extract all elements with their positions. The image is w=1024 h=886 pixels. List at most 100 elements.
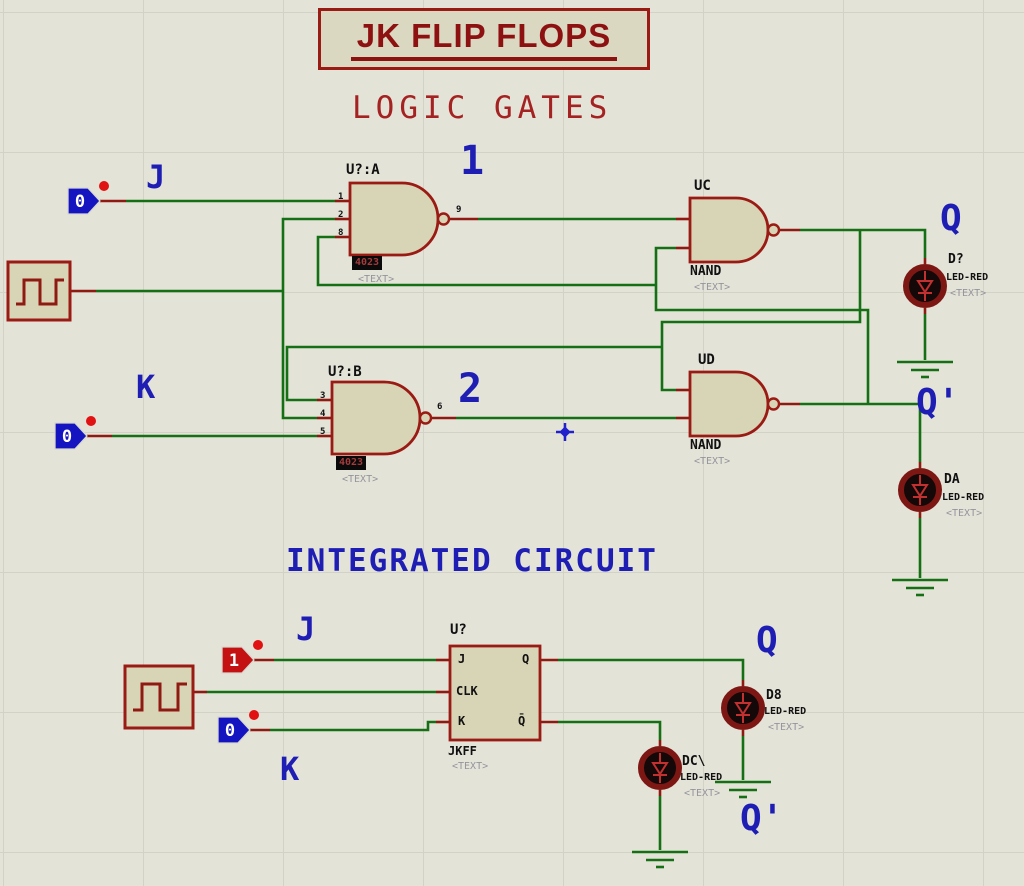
dc-part: LED-RED — [680, 772, 723, 783]
state-dot — [86, 416, 96, 426]
inversion-bubble — [418, 411, 433, 425]
state-dot — [253, 640, 263, 650]
inversion-bubble — [766, 223, 781, 237]
logicstate-k-top-value[interactable]: 0 — [61, 426, 73, 447]
ground-symbols — [632, 360, 953, 869]
wire-qbar-to-led[interactable] — [800, 402, 922, 462]
uc-part: NAND — [690, 264, 722, 279]
logicstate-j-top-value[interactable]: 0 — [74, 191, 86, 212]
section-title-integrated-circuit: INTEGRATED CIRCUIT — [286, 543, 658, 579]
logicstate-j-ic-value[interactable]: 1 — [228, 650, 240, 671]
wire-ic-q[interactable] — [558, 658, 745, 680]
u7a-part: 4023 — [352, 256, 383, 270]
ground-d7[interactable] — [897, 360, 953, 379]
led-da[interactable] — [898, 468, 942, 512]
dc-text-placeholder: <TEXT> — [684, 788, 721, 799]
wire-ic-k[interactable] — [270, 720, 436, 732]
u7a-text-placeholder: <TEXT> — [358, 274, 395, 285]
da-part: LED-RED — [942, 492, 985, 503]
wire-qbar-feedback-u7a[interactable] — [316, 235, 656, 287]
ud-ref: UD — [698, 352, 715, 368]
led-d7[interactable] — [903, 264, 947, 308]
d7-text-placeholder: <TEXT> — [950, 288, 987, 299]
wire-q-to-led[interactable] — [800, 228, 927, 258]
diode-symbol — [734, 693, 752, 723]
wire-qbar-feedback-uc[interactable] — [654, 246, 870, 404]
subtitle-logic-gates: LOGIC GATES — [352, 90, 613, 126]
led-dc[interactable] — [638, 746, 682, 790]
square-wave-icon — [133, 682, 187, 712]
main-title: JK FLIP FLOPS — [350, 17, 618, 61]
logicstate-j-top[interactable] — [67, 181, 109, 215]
d8-part: LED-RED — [764, 706, 807, 717]
u7b-text-placeholder: <TEXT> — [342, 474, 379, 485]
label-qbar-ic: Q' — [740, 798, 784, 839]
pin-stubs — [70, 199, 927, 796]
uc-ref: UC — [694, 178, 711, 194]
square-wave-icon — [16, 278, 64, 306]
gate-ud-nand2[interactable] — [688, 370, 781, 438]
logicstate-k-ic[interactable] — [217, 710, 259, 744]
u7a-pin2: 2 — [338, 210, 344, 220]
d8-text-placeholder: <TEXT> — [768, 722, 805, 733]
diode-symbol — [651, 753, 669, 783]
u7b-pin3: 5 — [320, 427, 326, 437]
logicstate-j-ic[interactable] — [221, 640, 263, 674]
u7a-pin1: 1 — [338, 192, 344, 202]
u7a-pin3: 8 — [338, 228, 344, 238]
u7a-ref: U?:A — [346, 162, 380, 178]
led-d8[interactable] — [721, 686, 765, 730]
wire-q-feedback-u7b[interactable] — [285, 345, 662, 402]
label-k-ic: K — [280, 750, 300, 788]
u7-part: JKFF — [448, 744, 477, 758]
u7-pin-clk: CLK — [456, 684, 478, 698]
dc-ref: DC\ — [682, 754, 706, 769]
inversion-bubble — [436, 212, 451, 226]
state-dot — [249, 710, 259, 720]
inversion-bubble — [766, 397, 781, 411]
state-dot — [99, 181, 109, 191]
u7b-pin2: 4 — [320, 409, 326, 419]
clock-source-1[interactable] — [6, 260, 72, 322]
main-title-box: JK FLIP FLOPS — [318, 8, 650, 70]
ground-da[interactable] — [892, 578, 948, 597]
label-q-ic: Q — [756, 620, 778, 661]
label-j-ic: J — [296, 610, 316, 648]
da-text-placeholder: <TEXT> — [946, 508, 983, 519]
label-k-top: K — [136, 368, 156, 406]
da-ref: DA — [944, 472, 960, 487]
u7-pin-k: K — [458, 714, 466, 728]
u7-pin-q: Q — [522, 652, 530, 666]
u7a-pinout: 9 — [456, 205, 462, 215]
u7-ref: U? — [450, 622, 467, 638]
gate-u7a-nand3[interactable] — [348, 181, 451, 257]
wire-ic-qbar[interactable] — [558, 720, 662, 740]
clock-source-2[interactable] — [123, 664, 195, 730]
logicstate-k-ic-value[interactable]: 0 — [224, 720, 236, 741]
gate-uc-nand2[interactable] — [688, 196, 781, 264]
wire-clock-branches[interactable] — [281, 217, 335, 420]
label-q-top: Q — [940, 198, 962, 239]
chip-u7-jkff[interactable] — [448, 644, 542, 742]
ud-part: NAND — [690, 438, 722, 453]
ground-dc[interactable] — [632, 850, 688, 869]
wire-q-feedback-ud[interactable] — [660, 230, 862, 392]
diode-symbol — [911, 475, 929, 505]
u7b-pin1: 3 — [320, 391, 326, 401]
u7-pin-j: J — [458, 652, 466, 666]
label-net2: 2 — [458, 366, 483, 412]
logicstate-k-top[interactable] — [54, 416, 96, 450]
gate-u7b-nand3[interactable] — [330, 380, 433, 456]
label-net1: 1 — [460, 138, 485, 184]
label-qbar-top: Q' — [916, 382, 960, 423]
ground-d8[interactable] — [715, 780, 771, 799]
ud-text-placeholder: <TEXT> — [694, 456, 731, 467]
d8-ref: D8 — [766, 688, 782, 703]
diode-symbol — [916, 271, 934, 301]
label-j-top: J — [146, 158, 166, 196]
wires[interactable] — [96, 199, 927, 850]
u7-text-placeholder: <TEXT> — [452, 761, 489, 772]
u7b-ref: U?:B — [328, 364, 362, 380]
